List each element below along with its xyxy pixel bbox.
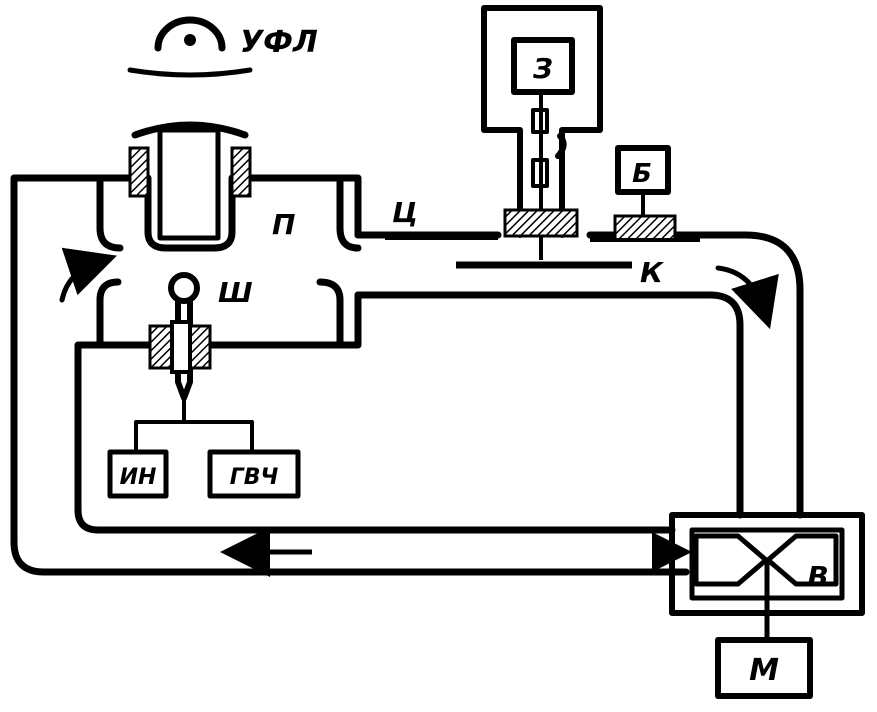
gvch-label: ГВЧ (230, 465, 279, 490)
ion-source-box (107, 449, 169, 499)
ufl-label: УФЛ (240, 25, 318, 60)
k-label: К (640, 256, 665, 289)
drive-housing (481, 5, 603, 260)
chamber (76, 121, 362, 349)
hf-generator-box (207, 449, 301, 499)
in-label: ИН (120, 465, 157, 490)
electrode (134, 272, 254, 454)
block-b (590, 145, 700, 242)
fan-housing (669, 512, 865, 640)
v-label: В (807, 560, 828, 593)
uv-lamp (127, 16, 253, 78)
chamber-label: П (272, 208, 295, 241)
m-label: М (749, 653, 779, 688)
b-label: Б (632, 159, 652, 189)
z-label: З (532, 52, 553, 85)
ts-label: Ц (392, 196, 418, 229)
electrode-label: Ш (218, 276, 253, 309)
flow-arrows (59, 247, 779, 577)
motor-box (715, 637, 813, 699)
